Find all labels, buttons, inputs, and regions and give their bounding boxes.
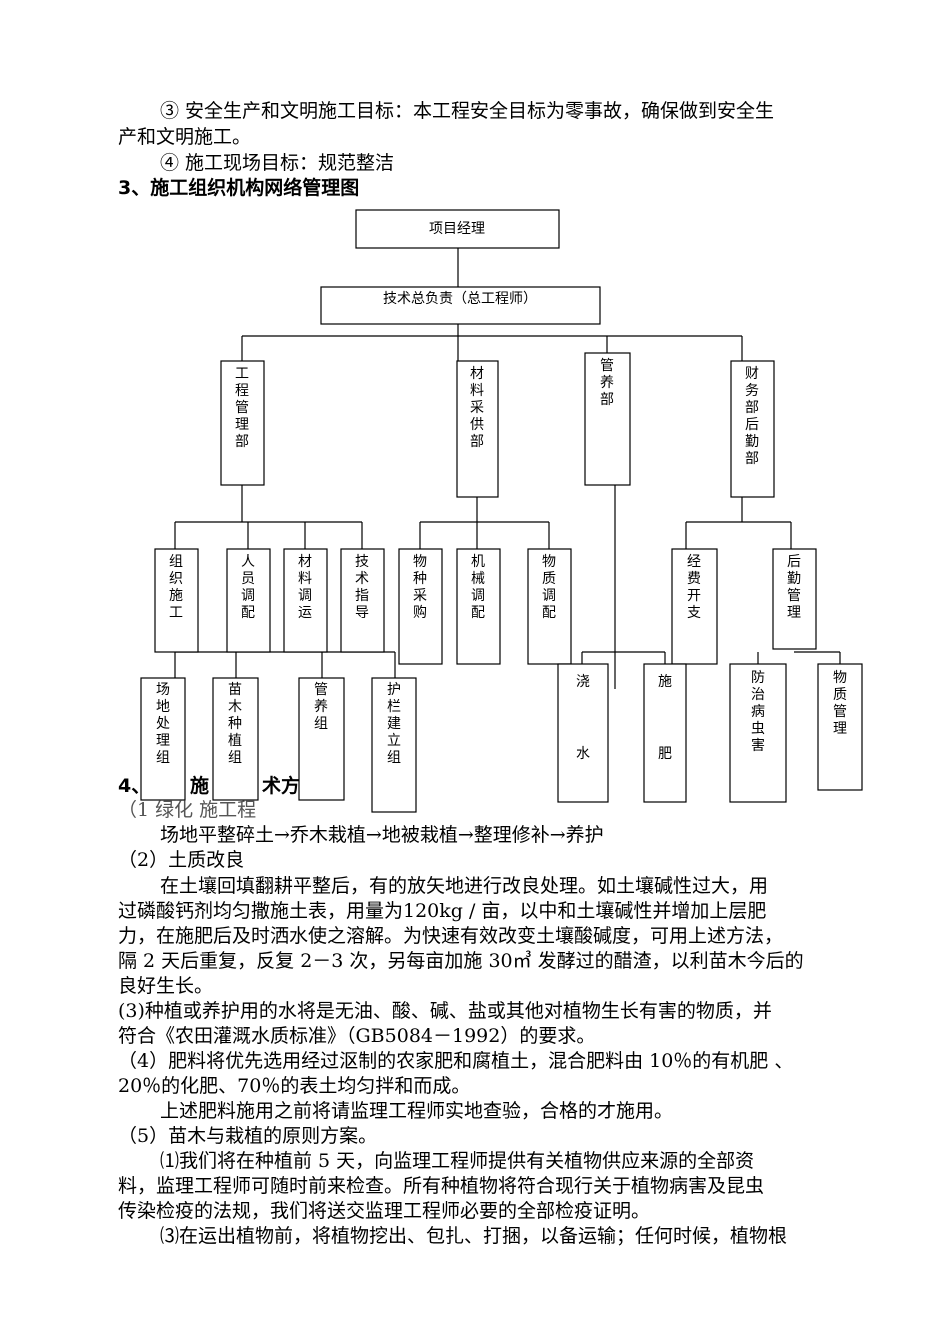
- flow-line: 场地平整碎土→乔木栽植→地被栽植→整理修补→养护: [160, 824, 604, 846]
- label-team-site: 场地处理组: [156, 682, 170, 766]
- box-sub-tech-guidance: [340, 548, 385, 653]
- item4-line3: 上述肥料施用之前将请监理工程师实地查验，合格的才施用。: [160, 1100, 674, 1122]
- box-team-site: [140, 677, 186, 801]
- box-team-goods: [817, 663, 863, 791]
- item5-line3: 传染检疫的法规，我们将送交监理工程师必要的全部检疫证明。: [118, 1200, 651, 1222]
- section4-frag2: 术方: [262, 775, 301, 797]
- label-dept-finance: 财务部后勤部: [745, 366, 759, 467]
- item5-line1: ⑴我们将在种植前 5 天，向监理工程师提供有关植物供应来源的全部资: [160, 1150, 755, 1172]
- box-sub-expense: [671, 548, 718, 665]
- label-sub-tech-guidance: 技术指导: [355, 554, 369, 621]
- org-chart: 项目经理 技术总负责（总工程师） 工程管理部 材料采供部 管养部 财务部后勤部 …: [140, 209, 863, 813]
- section4-num: 4、: [118, 775, 151, 797]
- label-sub-organize: 组织施工: [169, 554, 183, 621]
- box-sub-goods-dispatch: [527, 548, 572, 665]
- label-team-water-2: 水: [576, 746, 590, 762]
- item2-title: （2）土质改良: [118, 849, 245, 871]
- item2-line4: 隔 2 天后重复，反复 2－3 次，另每亩加施 30㎥ 发酵过的醋渣，以利苗木今…: [118, 950, 804, 972]
- box-dept-maintenance: [584, 352, 631, 486]
- box-team-fertilize: [643, 663, 687, 803]
- target-safety-line1: ③ 安全生产和文明施工目标：本工程安全目标为零事故，确保做到安全生: [160, 100, 775, 122]
- label-sub-machinery: 机械调配: [471, 554, 485, 621]
- label-team-water-1: 浇: [576, 674, 590, 690]
- label-sub-material-dispatch: 材料调运: [298, 554, 312, 621]
- box-tech-lead: [320, 286, 601, 325]
- box-team-pest: [729, 663, 787, 803]
- chart-connectors: [174, 248, 841, 689]
- box-team-care: [298, 677, 345, 801]
- item2-line1: 在土壤回填翻耕平整后，有的放矢地进行改良处理。如土壤碱性过大，用: [160, 875, 769, 897]
- box-team-fence: [371, 677, 417, 813]
- box-dept-finance: [730, 360, 775, 498]
- box-dept-materials: [456, 360, 499, 498]
- label-sub-goods-dispatch: 物质调配: [542, 554, 556, 621]
- target-safety-line2: 产和文明施工。: [118, 126, 252, 148]
- label-team-goods: 物质管理: [833, 670, 847, 737]
- box-project-manager: [355, 209, 560, 249]
- item2-line3: 力，在施肥后及时洒水使之溶解。为快速有效改变土壤酸碱度，可用上述方法，: [118, 925, 784, 947]
- label-team-fertilize-2: 肥: [658, 746, 672, 762]
- label-dept-engineering: 工程管理部: [235, 366, 249, 450]
- item5-title: （5）苗木与栽植的原则方案。: [118, 1125, 378, 1147]
- label-team-fence: 护栏建立组: [387, 682, 401, 766]
- target-site: ④ 施工现场目标：规范整洁: [160, 152, 395, 174]
- section3-heading: 3、施工组织机构网络管理图: [118, 177, 360, 199]
- label-sub-species-purchase: 物种采购: [413, 554, 427, 621]
- item3-line1: (3)种植或养护用的水将是无油、酸、碱、盐或其他对植物生长有害的物质，并: [118, 1000, 772, 1022]
- item3-line2: 符合《农田灌溉水质标准》（GB5084－1992）的要求。: [118, 1025, 596, 1047]
- item2-line5: 良好生长。: [118, 975, 214, 997]
- label-team-care: 管养组: [314, 682, 328, 732]
- label-sub-logistics: 后勤管理: [787, 554, 801, 621]
- box-sub-species-purchase: [398, 548, 443, 665]
- item5-line2: 料，监理工程师可随时前来检查。所有种植物将符合现行关于植物病害及昆虫: [118, 1175, 765, 1197]
- label-team-pest: 防治病虫害: [751, 670, 765, 754]
- box-team-planting: [212, 677, 259, 801]
- box-team-water: [557, 663, 609, 803]
- label-sub-expense: 经费开支: [687, 554, 701, 621]
- label-dept-materials: 材料采供部: [470, 366, 484, 450]
- label-team-planting: 苗木种植组: [228, 682, 242, 766]
- box-dept-engineering: [220, 360, 265, 486]
- box-sub-staffing: [226, 548, 271, 653]
- label-team-fertilize-1: 施: [658, 674, 672, 690]
- label-dept-maintenance: 管养部: [600, 358, 614, 408]
- item4-line2: 20％的化肥、70％的表土均匀拌和而成。: [118, 1075, 471, 1097]
- label-tech-lead: 技术总负责（总工程师）: [383, 291, 537, 307]
- box-sub-material-dispatch: [283, 548, 328, 653]
- box-sub-organize: [154, 548, 199, 653]
- item1-title-partial: （1 绿化 施工程: [118, 799, 257, 821]
- label-sub-staffing: 人员调配: [241, 554, 255, 621]
- section4-frag1: 施: [190, 775, 210, 797]
- box-sub-machinery: [456, 548, 501, 665]
- item5-line4: ⑶在运出植物前，将植物挖出、包扎、打捆，以备运输；任何时候，植物根: [160, 1225, 788, 1247]
- label-project-manager: 项目经理: [429, 221, 485, 237]
- item2-line2: 过磷酸钙剂均匀撒施土表，用量为120kg / 亩，以中和土壤碱性并增加上层肥: [118, 900, 767, 922]
- item4-line1: （4）肥料将优先选用经过沤制的农家肥和腐植土，混合肥料由 10％的有机肥 、: [118, 1050, 794, 1072]
- box-sub-logistics: [772, 548, 817, 650]
